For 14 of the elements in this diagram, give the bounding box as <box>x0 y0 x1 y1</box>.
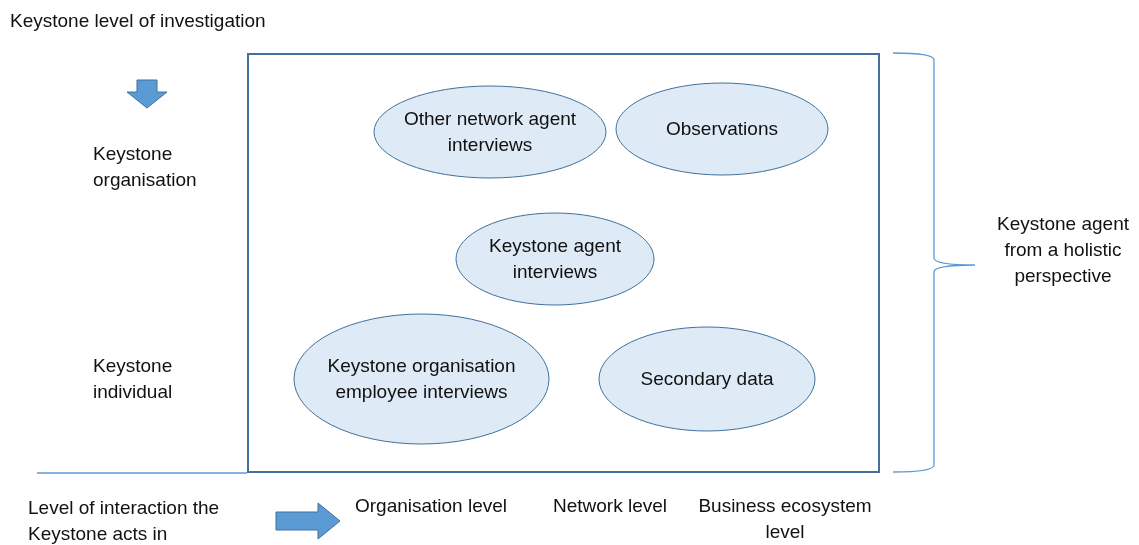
frame-box <box>247 53 880 473</box>
level-label: Keystone organisation <box>93 142 198 192</box>
bracket-label: Keystone agent from a holistic perspective <box>995 212 1130 288</box>
ellipse-node: Other network agent interviews <box>373 85 607 179</box>
level-label: Keystone individual <box>93 354 174 404</box>
level-label: Network level <box>551 494 668 518</box>
ellipse-node: Keystone organisation employee interviews <box>293 313 550 445</box>
ellipse-node: Secondary data <box>598 326 816 432</box>
level-label: Business ecosystem level <box>697 494 873 544</box>
axis-title: Keystone level of investigation <box>10 9 267 33</box>
ellipse-node: Keystone agent interviews <box>455 212 655 306</box>
axis-title: Level of interaction the Keystone acts in <box>28 496 221 545</box>
ellipse-node: Observations <box>615 82 829 176</box>
level-label: Organisation level <box>353 494 509 518</box>
